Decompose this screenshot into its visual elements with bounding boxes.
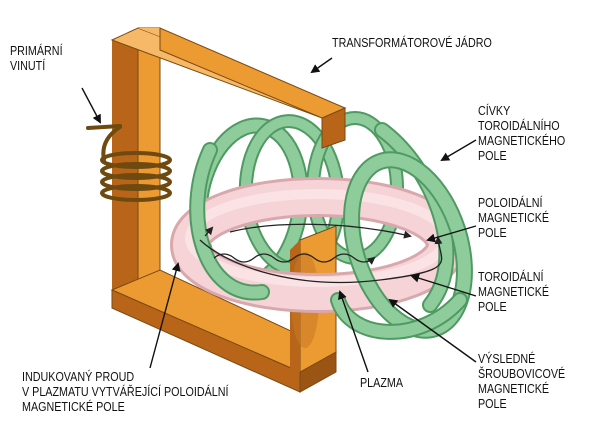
leader-arrows xyxy=(81,57,477,373)
primary-winding xyxy=(86,124,172,202)
label-helical-field: VÝSLEDNÉ ŠROUBOVICOVÉ MAGNETICKÉ POLE xyxy=(478,352,566,411)
label-transformer-core: TRANSFORMÁTOROVÉ JÁDRO xyxy=(332,36,492,50)
magnetic-field-lines xyxy=(199,223,443,284)
label-plasma: PLAZMA xyxy=(360,376,404,390)
label-toroidal-coils: CÍVKY TOROIDÁLNÍHO MAGNETICKÉHO POLE xyxy=(478,104,566,163)
label-toroidal-field: TOROIDÁLNÍ MAGNETICKÉ POLE xyxy=(478,270,550,314)
label-primary-winding: PRIMÁRNÍ VINUTÍ xyxy=(10,44,63,73)
label-poloidal-field: POLOIDÁLNÍ MAGNETICKÉ POLE xyxy=(478,196,550,240)
label-induced-current: INDUKOVANÝ PROUD V PLAZMATU VYTVÁŘEJÍCÍ … xyxy=(22,370,229,414)
